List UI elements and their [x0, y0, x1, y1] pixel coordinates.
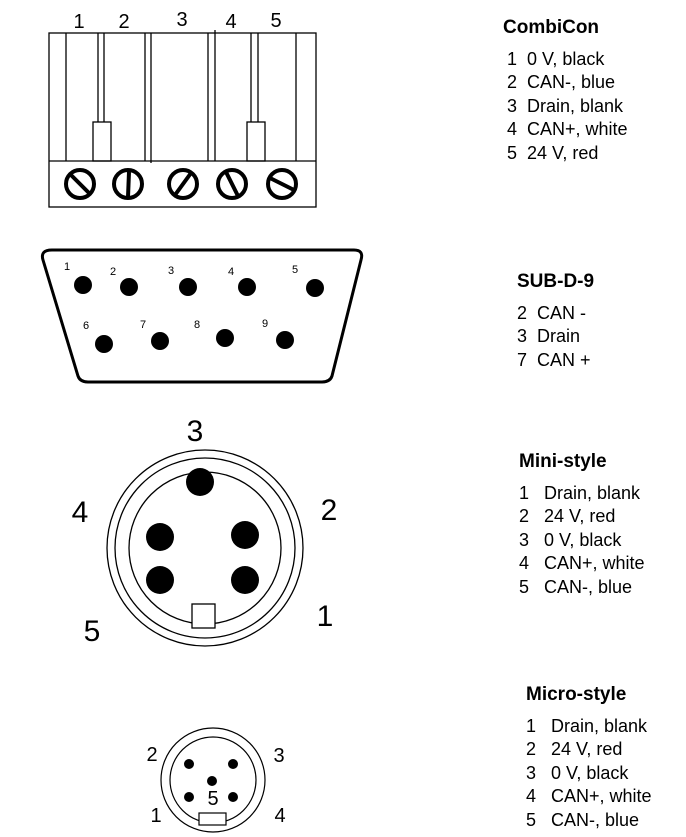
- pin-number: 9: [262, 318, 268, 330]
- pin-number: 5: [207, 788, 218, 810]
- legend-item: 2 CAN-, blue: [507, 72, 616, 92]
- mini-style-drawing: 3 2 4 1 5: [72, 415, 338, 648]
- pin-number: 5: [84, 615, 101, 648]
- pin-number: 4: [72, 496, 89, 529]
- legend-title: SUB-D-9: [517, 271, 595, 292]
- subd9-drawing: 1 2 3 4 5 6 7 8 9: [40, 248, 364, 384]
- legend-title: CombiCon: [503, 17, 600, 38]
- legend-item: 1 0 V, black: [507, 48, 605, 69]
- pin-number: 8: [194, 319, 200, 331]
- pin-number: 3: [273, 745, 284, 767]
- pin-number: 1: [73, 11, 84, 33]
- pin-number: 1: [150, 805, 161, 827]
- screw-icon: [216, 168, 248, 200]
- legend-item: 2 24 V, red: [526, 739, 623, 759]
- screw-icon: [167, 168, 199, 200]
- legend-item: 5 CAN-, blue: [526, 809, 640, 830]
- pin-number: 3: [176, 9, 187, 31]
- micro-style-drawing: 5 2 3 1 4: [146, 727, 286, 833]
- legend-title: Micro-style: [526, 684, 627, 705]
- pin-number: 1: [64, 261, 70, 273]
- pin-number: 5: [270, 10, 281, 32]
- combicon-drawing: [48, 30, 317, 208]
- legend-item: 4 CAN+, white: [519, 553, 645, 573]
- combicon-legend: CombiCon 1 0 V, black 2 CAN-, blue 3 Dra…: [503, 16, 628, 165]
- screw-icon: [64, 168, 96, 200]
- mini-style-legend: Mini-style 1 Drain, blank 2 24 V, red 3 …: [519, 450, 645, 599]
- pin-number: 5: [292, 264, 298, 276]
- pin-number: 3: [187, 415, 204, 448]
- pin-number: 2: [321, 494, 338, 527]
- legend-item: 4 CAN+, white: [526, 786, 652, 806]
- pin-number: 4: [225, 11, 236, 33]
- legend-item: 2 24 V, red: [519, 506, 616, 526]
- pin-number: 6: [83, 320, 89, 332]
- pin-number: 7: [140, 319, 146, 331]
- combicon-pin-numbers: 1 2 3 4 5: [73, 9, 281, 33]
- legend-item: 5 CAN-, blue: [519, 576, 633, 597]
- legend-item: 2 CAN -: [517, 302, 587, 323]
- legend-item: 5 24 V, red: [507, 142, 599, 163]
- pin-number: 3: [168, 265, 174, 277]
- pin-number: 2: [118, 11, 129, 33]
- legend-item: 7 CAN +: [517, 349, 591, 370]
- pin-number: 2: [110, 266, 116, 278]
- pin-number: 4: [274, 805, 285, 827]
- pin-number: 2: [146, 744, 157, 766]
- legend-item: 3 0 V, black: [526, 762, 629, 783]
- micro-style-legend: Micro-style 1 Drain, blank 2 24 V, red 3…: [526, 683, 652, 832]
- screw-icon: [112, 168, 144, 200]
- legend-title: Mini-style: [519, 451, 607, 472]
- pin-number: 1: [317, 600, 334, 633]
- legend-item: 1 Drain, blank: [519, 482, 641, 503]
- legend-item: 3 Drain, blank: [507, 95, 624, 116]
- legend-item: 4 CAN+, white: [507, 119, 628, 139]
- legend-item: 3 Drain: [517, 326, 581, 346]
- legend-item: 1 Drain, blank: [526, 715, 648, 736]
- screw-icon: [266, 168, 298, 200]
- pin-number: 4: [228, 266, 234, 278]
- subd9-legend: SUB-D-9 2 CAN - 3 Drain 7 CAN +: [517, 270, 594, 372]
- legend-item: 3 0 V, black: [519, 529, 622, 550]
